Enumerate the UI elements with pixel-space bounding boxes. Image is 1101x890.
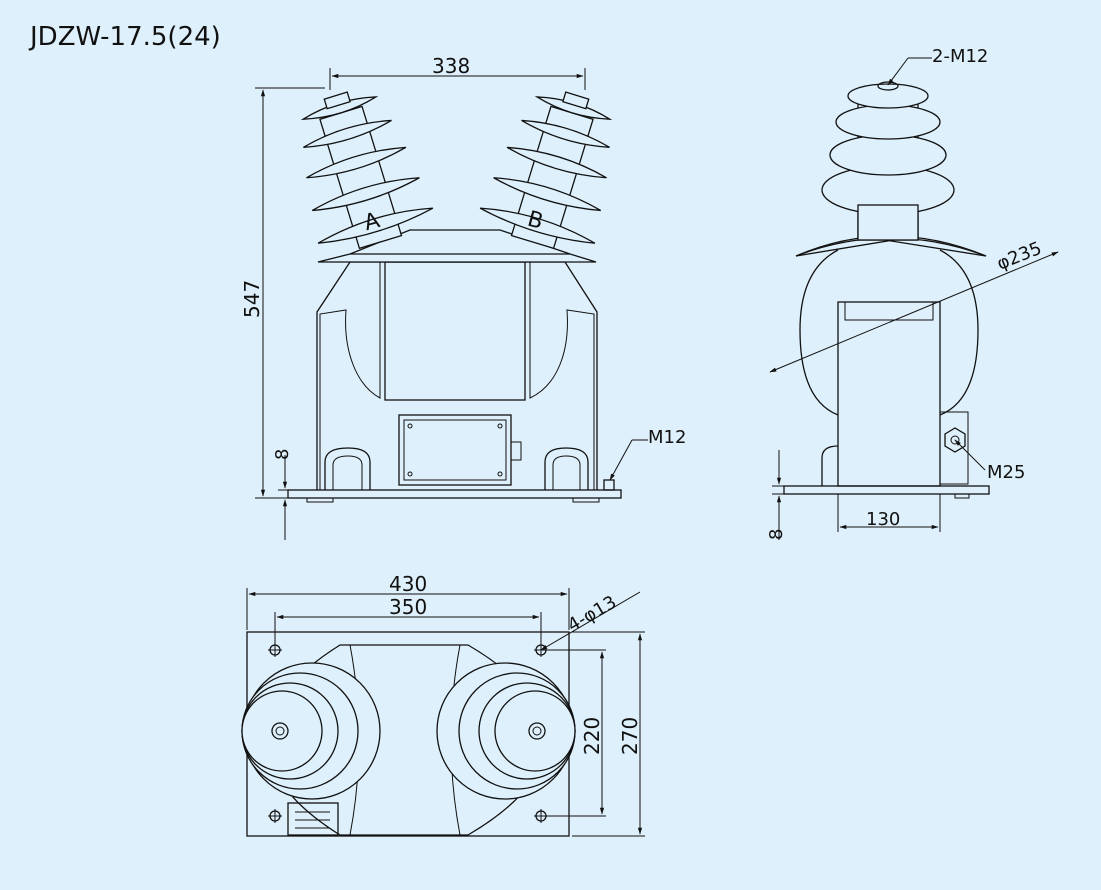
front-view: A B 338 547 8 M12	[240, 54, 686, 540]
front-ground-bolt	[603, 479, 615, 491]
side-pillar	[837, 301, 941, 487]
phase-a-label: A	[361, 208, 382, 236]
dim-front-height: 547	[240, 280, 264, 318]
top-view: 430 350 4-φ13 220 270	[241, 572, 645, 837]
side-ground-bolt	[944, 427, 966, 453]
side-ground-bolt-label: M25	[987, 462, 1025, 483]
dim-top-width: 430	[389, 572, 427, 596]
side-view: 2-M12 φ235 M25 130 8	[766, 46, 1059, 540]
dim-side-base: 8	[766, 529, 787, 540]
dim-front-base: 8	[272, 449, 293, 460]
nameplate-box	[398, 414, 512, 486]
dim-top-hole-depth: 220	[580, 717, 604, 755]
front-body-outline	[316, 261, 598, 490]
insulator-a	[300, 91, 434, 250]
side-terminal-label: 2-M12	[932, 46, 988, 67]
top-holes-label: 4-φ13	[564, 592, 620, 637]
dim-top-depth: 270	[618, 717, 642, 755]
dim-front-width: 338	[432, 54, 470, 78]
phase-b-label: B	[525, 207, 546, 235]
front-base-plate	[287, 489, 622, 499]
dim-top-hole-spacing: 350	[389, 595, 427, 619]
side-diameter-label: φ235	[994, 238, 1045, 275]
dim-side-depth: 130	[866, 509, 900, 530]
insulator-b	[479, 91, 613, 250]
front-ground-bolt-label: M12	[648, 427, 686, 448]
drawing-title: JDZW-17.5(24)	[28, 22, 221, 52]
